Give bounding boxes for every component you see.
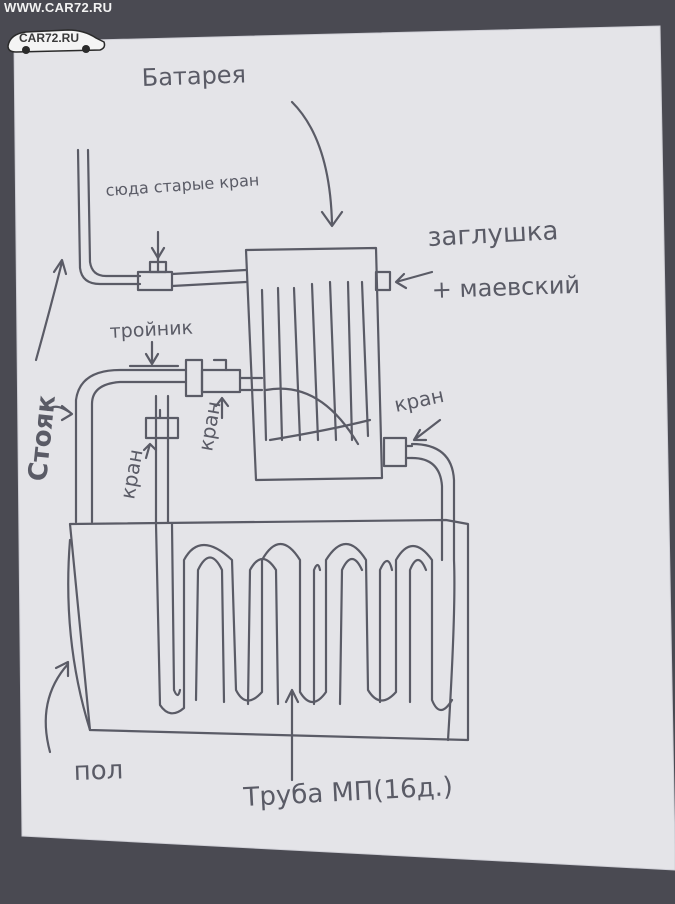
radiator-fin-2 — [276, 286, 284, 442]
mid-valve-top — [212, 358, 228, 372]
pipe-arrow — [284, 688, 300, 782]
floor-arrow — [44, 660, 70, 754]
riser-loop — [74, 368, 188, 524]
tee-arrow — [144, 340, 160, 366]
underfloor-pipe-inner — [170, 522, 428, 706]
return-pipe-inner — [410, 456, 444, 562]
left-valve — [144, 416, 180, 440]
label-plug: заглушка — [427, 216, 559, 253]
plug-arrow — [394, 270, 434, 290]
label-tee: тройник — [109, 317, 193, 343]
right-valve — [382, 436, 408, 468]
mid-valve — [200, 368, 242, 394]
wall-arrow-up — [34, 258, 68, 362]
riser-pipe-upper — [76, 148, 142, 286]
logo-text: CAR72.RU — [19, 31, 80, 45]
left-valve-arrow — [142, 442, 158, 460]
label-mayevsky: + маевский — [431, 271, 580, 304]
radiator-body — [244, 246, 384, 482]
radiator-fin-1 — [260, 288, 268, 442]
radiator-flow-curve-2 — [268, 418, 372, 442]
radiator-fin-7 — [360, 280, 370, 438]
right-valve-arrow — [412, 418, 442, 442]
mid-valve-arrow — [214, 396, 230, 420]
radiator-fin-4 — [310, 282, 320, 442]
riser-loop-inner — [90, 380, 188, 524]
site-watermark: WWW.CAR72.RU — [4, 0, 113, 15]
radiator-fin-3 — [292, 286, 302, 442]
wall-arrow-right — [46, 404, 74, 422]
supply-pipe-top-2 — [170, 280, 248, 288]
riser-pipe-upper-inner — [86, 148, 142, 278]
label-battery: Батарея — [141, 60, 246, 92]
label-floor: пол — [73, 755, 124, 787]
return-pipe — [410, 442, 456, 742]
radiator-plug — [374, 270, 392, 292]
radiator-fin-6 — [346, 280, 354, 442]
paper-sheet — [13, 25, 675, 871]
car-logo-icon — [7, 29, 106, 54]
battery-arrow — [290, 100, 344, 228]
underfloor-pipe — [154, 522, 454, 715]
stopcock-arrow — [150, 230, 166, 260]
top-valve-handle — [148, 260, 168, 274]
floor-left-edge — [67, 538, 92, 732]
floor-area — [68, 518, 470, 742]
supply-pipe-top — [170, 268, 248, 276]
tee-fitting — [184, 358, 204, 398]
radiator-flow-curve — [264, 387, 360, 446]
